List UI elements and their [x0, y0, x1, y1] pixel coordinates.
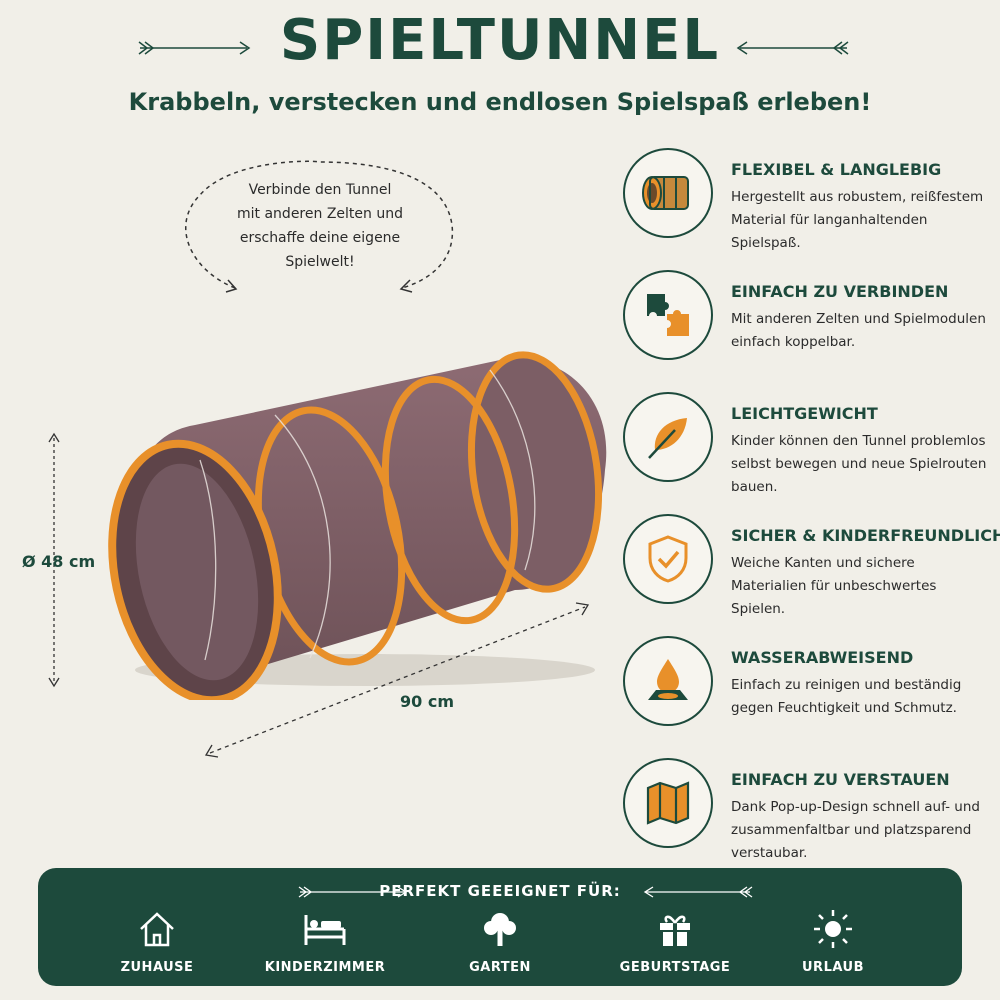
- diameter-label: Ø 48 cm: [22, 552, 96, 571]
- feature-item: EINFACH ZU VERBINDEN Mit anderen Zelten …: [620, 270, 995, 392]
- feature-description: Mit anderen Zelten und Spielmodulen einf…: [731, 311, 986, 350]
- callout-line: Verbinde den Tunnel: [248, 182, 392, 198]
- sun-icon: [753, 908, 913, 950]
- feature-item: FLEXIBEL & LANGLEBIG Hergestellt aus rob…: [620, 148, 995, 270]
- bed-icon: [245, 908, 405, 950]
- house-icon: [77, 908, 237, 950]
- suitable-item-label: GEBURTSTAGE: [619, 960, 731, 975]
- diameter-dimension-arrow: [48, 432, 60, 688]
- suitable-for-banner: PERFEKT GEEEIGNET FÜR: ZUHAUSE KINDERZIM…: [38, 868, 962, 986]
- feature-description: Hergestellt aus robustem, reißfestem Mat…: [731, 189, 984, 251]
- suitable-item-garten: GARTEN: [420, 908, 580, 975]
- feature-description: Weiche Kanten und sichere Materialien fü…: [731, 555, 937, 617]
- suitable-for-title: PERFEKT GEEEIGNET FÜR:: [379, 882, 621, 900]
- suitable-item-label: GARTEN: [469, 960, 531, 975]
- feature-item: WASSERABWEISEND Einfach zu reinigen und …: [620, 636, 995, 758]
- feature-description: Einfach zu reinigen und beständig gegen …: [731, 677, 962, 716]
- feature-title: LEICHTGEWICHT: [731, 404, 878, 423]
- feature-item: SICHER & KINDERFREUNDLICH Weiche Kanten …: [620, 514, 1000, 636]
- suitable-item-label: ZUHAUSE: [120, 960, 194, 975]
- suitable-item-geburtstage: GEBURTSTAGE: [595, 908, 755, 975]
- callout-line: mit anderen Zelten und: [237, 206, 403, 222]
- feature-title: FLEXIBEL & LANGLEBIG: [731, 160, 942, 179]
- gift-icon: [595, 908, 755, 950]
- feature-description: Dank Pop-up-Design schnell auf- und zusa…: [731, 799, 980, 861]
- callout-line: Spielwelt!: [285, 254, 355, 270]
- feature-list: FLEXIBEL & LANGLEBIG Hergestellt aus rob…: [620, 148, 1000, 880]
- suitable-item-label: KINDERZIMMER: [264, 960, 386, 975]
- suitable-item-urlaub: URLAUB: [753, 908, 913, 975]
- callout-line: erschaffe deine eigene: [239, 230, 401, 246]
- water-drop-icon: [623, 636, 713, 726]
- puzzle-icon: [623, 270, 713, 360]
- decorative-arrow-left: [298, 886, 408, 898]
- suitable-item-label: URLAUB: [802, 960, 864, 975]
- feature-title: EINFACH ZU VERSTAUEN: [731, 770, 950, 789]
- tunnel-illustration: [108, 351, 607, 700]
- decorative-arrow-right: [736, 41, 849, 55]
- page-subtitle: Krabbeln, verstecken und endlosen Spiels…: [128, 88, 872, 116]
- suitable-item-kinderzimmer: KINDERZIMMER: [245, 908, 405, 975]
- length-dimension-arrow: [204, 602, 590, 758]
- decorative-arrow-left: [138, 41, 251, 55]
- suitable-item-zuhause: ZUHAUSE: [77, 908, 237, 975]
- decorative-arrow-right: [643, 886, 753, 898]
- length-label: 90 cm: [400, 692, 454, 711]
- feature-description: Kinder können den Tunnel problemlos selb…: [731, 433, 987, 495]
- tree-icon: [420, 908, 580, 950]
- callout-dashed-outline: [184, 160, 454, 293]
- feature-item: LEICHTGEWICHT Kinder können den Tunnel p…: [620, 392, 995, 514]
- callout-text: Verbinde den Tunnel mit anderen Zelten u…: [215, 178, 425, 274]
- shield-check-icon: [623, 514, 713, 604]
- feature-item: EINFACH ZU VERSTAUEN Dank Pop-up-Design …: [620, 758, 995, 880]
- feature-title: EINFACH ZU VERBINDEN: [731, 282, 949, 301]
- feature-title: SICHER & KINDERFREUNDLICH: [731, 526, 1000, 545]
- rolled-tunnel-icon: [623, 148, 713, 238]
- page-title: SPIELTUNNEL: [279, 8, 721, 73]
- feature-title: WASSERABWEISEND: [731, 648, 914, 667]
- feather-icon: [623, 392, 713, 482]
- folded-map-icon: [623, 758, 713, 848]
